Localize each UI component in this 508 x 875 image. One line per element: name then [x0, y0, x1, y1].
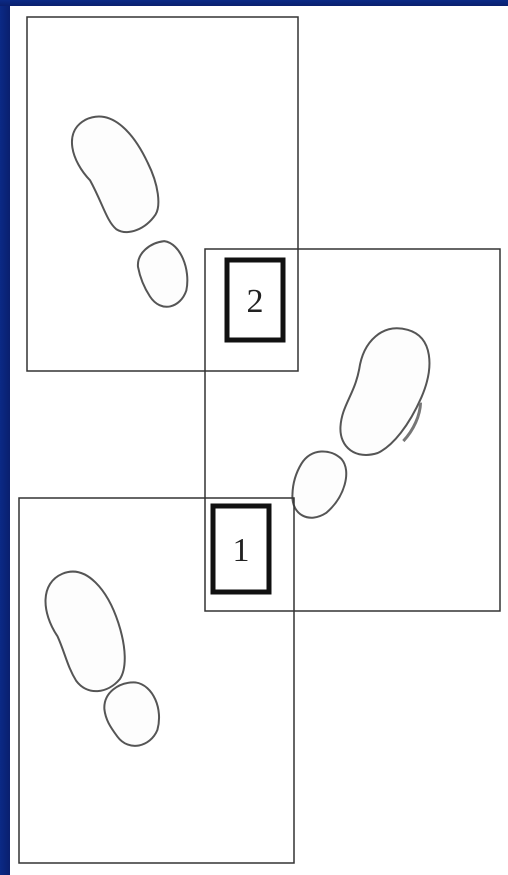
- marker-2-label: 2: [247, 283, 264, 320]
- shoe-print-icon: [63, 104, 201, 319]
- shoe-print-icon: [37, 558, 168, 760]
- marker-1-label: 1: [233, 532, 250, 569]
- shoe-print-icon: [284, 311, 445, 541]
